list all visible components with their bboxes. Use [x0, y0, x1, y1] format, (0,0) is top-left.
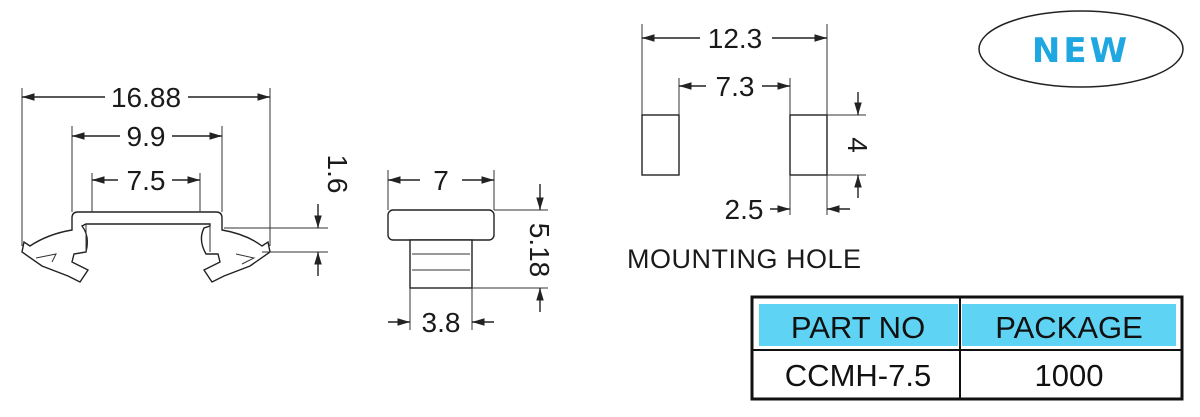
outer-span-label: 12.3 [708, 23, 763, 54]
overall-width-label: 16.88 [111, 82, 181, 113]
spec-table: PART NO PACKAGE CCMH-7.5 1000 [750, 295, 1184, 401]
hole-height-label: 4 [842, 137, 873, 153]
cell-part-number: CCMH-7.5 [785, 358, 931, 393]
cell-package-qty: 1000 [1035, 358, 1104, 393]
clip-side-profile [21, 211, 271, 283]
hole-width-label: 2.5 [725, 194, 764, 225]
mounting-hole-diagram: 12.3 7.3 4 2.5 MOUNTING HOLE [627, 23, 873, 274]
header-package: PACKAGE [995, 310, 1143, 345]
side-view: 16.88 9.9 7.5 1.6 [21, 82, 353, 283]
height-label: 5.18 [524, 223, 555, 278]
table-header-cell [962, 304, 1176, 346]
clip-head [387, 209, 495, 241]
head-width-label: 7 [433, 165, 449, 196]
new-badge-text: NEW [1032, 31, 1130, 71]
stem-width-label: 3.8 [422, 307, 461, 338]
new-badge: NEW [978, 10, 1184, 88]
inner-span-label: 7.3 [716, 71, 755, 102]
top-width-label: 7.5 [127, 165, 166, 196]
inner-width-label: 9.9 [127, 121, 166, 152]
right-hole [789, 114, 828, 176]
mounting-hole-caption: MOUNTING HOLE [627, 244, 862, 274]
clip-stem [409, 239, 473, 289]
front-view: 7 5.18 3.8 [387, 165, 555, 338]
thickness-label: 1.6 [322, 155, 353, 194]
header-part-no: PART NO [791, 310, 925, 345]
table-header-cell [759, 304, 958, 346]
left-hole [641, 114, 680, 176]
